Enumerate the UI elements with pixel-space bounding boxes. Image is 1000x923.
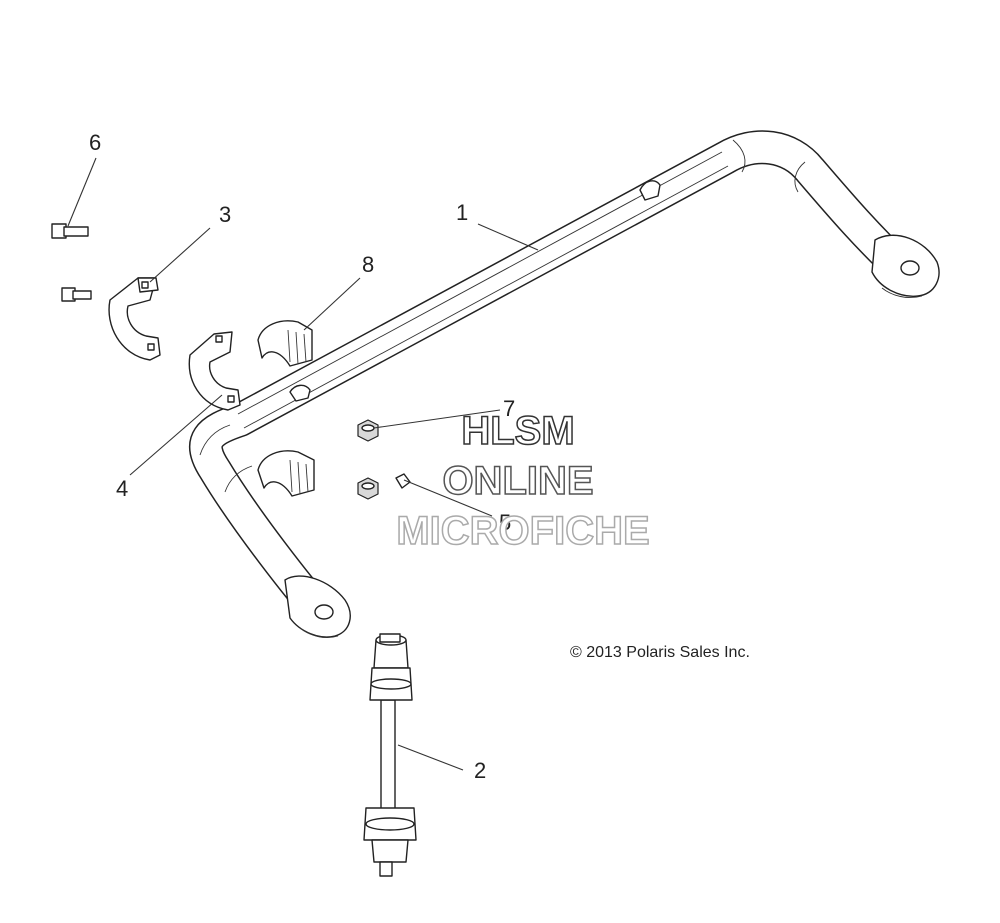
leader-2 xyxy=(397,744,464,771)
copyright-text: © 2013 Polaris Sales Inc. xyxy=(570,644,750,661)
bushing-upper xyxy=(257,320,313,367)
stabilizer-bar xyxy=(189,130,940,639)
callout-6: 6 xyxy=(89,130,101,155)
leader-5 xyxy=(403,479,493,517)
watermark: HLSM ONLINE MICROFICHE xyxy=(396,408,651,554)
bracket-upper xyxy=(108,277,161,361)
bracket-lower xyxy=(188,331,241,411)
leader-6 xyxy=(67,157,97,227)
callout-5: 5 xyxy=(499,510,511,535)
leader-lines xyxy=(67,157,539,771)
callout-4: 4 xyxy=(116,476,128,501)
leader-1 xyxy=(477,223,539,251)
leader-8 xyxy=(303,277,361,331)
leader-3 xyxy=(149,227,211,283)
callout-2: 2 xyxy=(474,758,486,783)
nut-lower xyxy=(357,477,379,500)
nut-upper xyxy=(357,419,379,442)
leader-7 xyxy=(373,409,501,429)
callout-8: 8 xyxy=(362,252,374,277)
watermark-line-3: MICROFICHE xyxy=(396,509,649,553)
callout-7: 7 xyxy=(503,396,515,421)
bolt-upper xyxy=(51,223,89,239)
bolt-lower xyxy=(61,287,92,302)
leader-4 xyxy=(129,394,223,476)
callout-3: 3 xyxy=(219,202,231,227)
callout-1: 1 xyxy=(456,200,468,225)
watermark-line-1: HLSM xyxy=(461,409,574,453)
bushing-lower xyxy=(257,450,315,497)
end-link xyxy=(363,633,417,877)
grease-fitting xyxy=(395,473,411,489)
watermark-line-2: ONLINE xyxy=(442,459,593,503)
